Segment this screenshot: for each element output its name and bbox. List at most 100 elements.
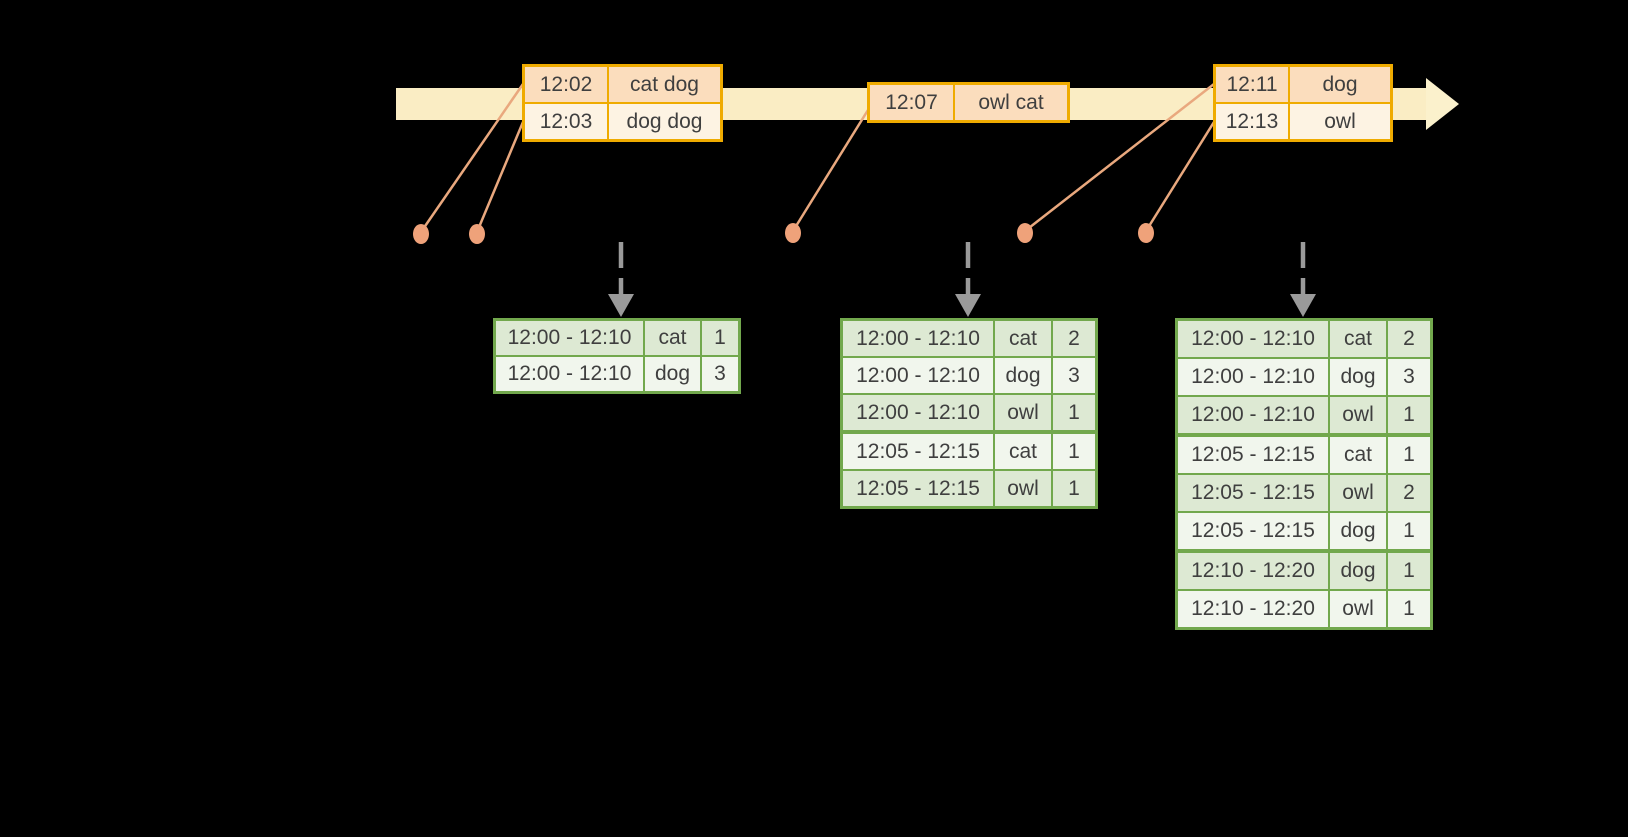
event-dots (413, 223, 1154, 244)
window-cell: 12:10 - 12:20 (1178, 591, 1328, 627)
result-row: 12:05 - 12:15 cat 1 (843, 434, 1095, 469)
window-cell: 12:00 - 12:10 (843, 395, 993, 430)
result-row: 12:05 - 12:15 owl 1 (843, 471, 1095, 506)
event-row: 12:02 cat dog (525, 67, 720, 102)
count-cell: 2 (1388, 475, 1430, 511)
word-cell: owl (995, 471, 1051, 506)
word-cell: dog (1330, 359, 1386, 395)
event-dot (1138, 223, 1154, 243)
timeline-arrowhead-icon (1426, 78, 1459, 130)
event-words-cell: dog dog (609, 104, 720, 139)
count-cell: 2 (1388, 321, 1430, 357)
connector-line (791, 109, 870, 232)
event-time-cell: 12:03 (525, 104, 607, 139)
event-time-cell: 12:02 (525, 67, 607, 102)
result-row: 12:00 - 12:10 dog 3 (496, 357, 738, 391)
event-time-cell: 12:11 (1216, 67, 1288, 102)
count-cell: 1 (1388, 513, 1430, 549)
connector-line (1144, 121, 1216, 232)
connector-line (475, 121, 525, 233)
window-cell: 12:00 - 12:10 (1178, 321, 1328, 357)
result-row: 12:10 - 12:20 owl 1 (1178, 591, 1430, 627)
word-cell: cat (645, 321, 700, 355)
count-cell: 1 (702, 321, 738, 355)
word-cell: owl (995, 395, 1051, 430)
count-cell: 3 (1388, 359, 1430, 395)
window-cell: 12:05 - 12:15 (1178, 437, 1328, 473)
word-cell: owl (1330, 397, 1386, 433)
event-words-cell: dog (1290, 67, 1390, 102)
count-cell: 1 (1388, 437, 1430, 473)
word-cell: dog (1330, 553, 1386, 589)
event-table-2: 12:07 owl cat (867, 82, 1070, 123)
window-cell: 12:05 - 12:15 (843, 434, 993, 469)
count-cell: 1 (1053, 395, 1095, 430)
word-cell: cat (995, 321, 1051, 356)
event-words-cell: owl cat (955, 85, 1067, 120)
word-cell: owl (1330, 475, 1386, 511)
count-cell: 1 (1388, 591, 1430, 627)
count-cell: 1 (1388, 553, 1430, 589)
trigger-arrowheads (608, 294, 1316, 317)
event-words-cell: cat dog (609, 67, 720, 102)
result-row: 12:00 - 12:10 cat 1 (496, 321, 738, 355)
result-row: 12:00 - 12:10 owl 1 (843, 395, 1095, 430)
result-row: 12:00 - 12:10 dog 3 (1178, 359, 1430, 395)
count-cell: 3 (702, 357, 738, 391)
trigger-arrowhead-icon (955, 294, 981, 317)
count-cell: 1 (1053, 471, 1095, 506)
event-time-cell: 12:13 (1216, 104, 1288, 139)
connector-lines (419, 83, 1216, 233)
event-dot (1017, 223, 1033, 243)
result-row: 12:05 - 12:15 cat 1 (1178, 437, 1430, 473)
word-cell: owl (1330, 591, 1386, 627)
count-cell: 3 (1053, 358, 1095, 393)
window-cell: 12:00 - 12:10 (843, 321, 993, 356)
result-row: 12:05 - 12:15 owl 2 (1178, 475, 1430, 511)
word-cell: dog (1330, 513, 1386, 549)
window-cell: 12:00 - 12:10 (843, 358, 993, 393)
event-words-cell: owl (1290, 104, 1390, 139)
word-cell: dog (995, 358, 1051, 393)
window-cell: 12:10 - 12:20 (1178, 553, 1328, 589)
word-cell: cat (1330, 321, 1386, 357)
event-row: 12:07 owl cat (870, 85, 1067, 120)
window-cell: 12:05 - 12:15 (843, 471, 993, 506)
result-row: 12:00 - 12:10 cat 2 (1178, 321, 1430, 357)
result-table-2: 12:00 - 12:10 cat 2 12:00 - 12:10 dog 3 … (840, 318, 1098, 509)
event-row: 12:03 dog dog (525, 104, 720, 139)
result-row: 12:00 - 12:10 cat 2 (843, 321, 1095, 356)
word-cell: cat (1330, 437, 1386, 473)
event-dot (413, 224, 429, 244)
result-row: 12:05 - 12:15 dog 1 (1178, 513, 1430, 549)
count-cell: 1 (1053, 434, 1095, 469)
window-cell: 12:00 - 12:10 (496, 357, 643, 391)
window-cell: 12:00 - 12:10 (1178, 397, 1328, 433)
count-cell: 1 (1388, 397, 1430, 433)
event-time-cell: 12:07 (870, 85, 953, 120)
event-dot (469, 224, 485, 244)
connector-line (419, 83, 525, 233)
result-row: 12:00 - 12:10 dog 3 (843, 358, 1095, 393)
event-row: 12:11 dog (1216, 67, 1390, 102)
event-row: 12:13 owl (1216, 104, 1390, 139)
window-cell: 12:05 - 12:15 (1178, 513, 1328, 549)
trigger-arrowhead-icon (1290, 294, 1316, 317)
word-cell: dog (645, 357, 700, 391)
trigger-arrows (618, 242, 1306, 296)
word-cell: cat (995, 434, 1051, 469)
window-cell: 12:05 - 12:15 (1178, 475, 1328, 511)
event-table-1: 12:02 cat dog 12:03 dog dog (522, 64, 723, 142)
connector-line (1024, 83, 1215, 232)
result-table-1: 12:00 - 12:10 cat 1 12:00 - 12:10 dog 3 (493, 318, 741, 394)
trigger-arrowhead-icon (608, 294, 634, 317)
result-table-3: 12:00 - 12:10 cat 2 12:00 - 12:10 dog 3 … (1175, 318, 1433, 630)
event-dot (785, 223, 801, 243)
result-row: 12:10 - 12:20 dog 1 (1178, 553, 1430, 589)
result-row: 12:00 - 12:10 owl 1 (1178, 397, 1430, 433)
window-cell: 12:00 - 12:10 (1178, 359, 1328, 395)
count-cell: 2 (1053, 321, 1095, 356)
event-table-3: 12:11 dog 12:13 owl (1213, 64, 1393, 142)
